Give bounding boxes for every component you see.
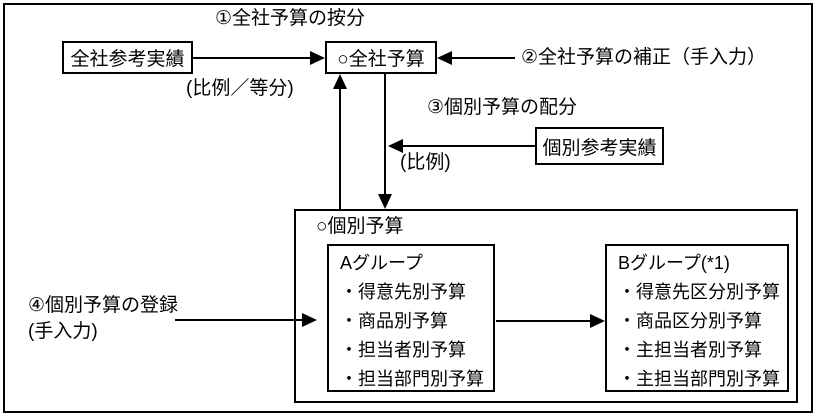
group-b-title: Bグループ(*1): [618, 253, 730, 273]
individual-reference-box: 個別参考実績: [535, 127, 664, 165]
group-a-item: ・担当部門別予算: [340, 369, 484, 389]
group-b-item: ・主担当者別予算: [618, 340, 762, 360]
group-b-box: Bグループ(*1) ・得意先区分別予算 ・商品区分別予算 ・主担当者別予算 ・主…: [605, 244, 789, 392]
group-a-box: Aグループ ・得意先別予算 ・商品別予算 ・担当者別予算 ・担当部門別予算: [327, 244, 495, 392]
step4-note-label: (手入力): [28, 321, 98, 342]
company-budget-box: ○全社予算: [325, 41, 437, 74]
step1-note-label: (比例／等分): [186, 78, 294, 99]
group-a-item: ・商品別予算: [340, 311, 448, 331]
step2-label: ②全社予算の補正（手入力）: [521, 47, 767, 68]
step3-label: ③個別予算の配分: [427, 97, 578, 118]
individual-budget-box: [294, 209, 798, 403]
group-b-item: ・得意先区分別予算: [618, 282, 780, 302]
diagram-border: [3, 3, 813, 413]
group-a-title: Aグループ: [340, 253, 423, 273]
step3-note-label: (比例): [400, 152, 451, 173]
group-a-item: ・担当者別予算: [340, 340, 466, 360]
step4-label: ④個別予算の登録: [28, 295, 179, 316]
group-b-item: ・商品区分別予算: [618, 311, 762, 331]
group-a-item: ・得意先別予算: [340, 282, 466, 302]
individual-budget-title: ○個別予算: [316, 216, 404, 237]
company-reference-box: 全社参考実績: [62, 41, 193, 74]
group-b-item: ・主担当部門別予算: [618, 369, 780, 389]
step1-label: ①全社予算の按分: [215, 8, 366, 29]
